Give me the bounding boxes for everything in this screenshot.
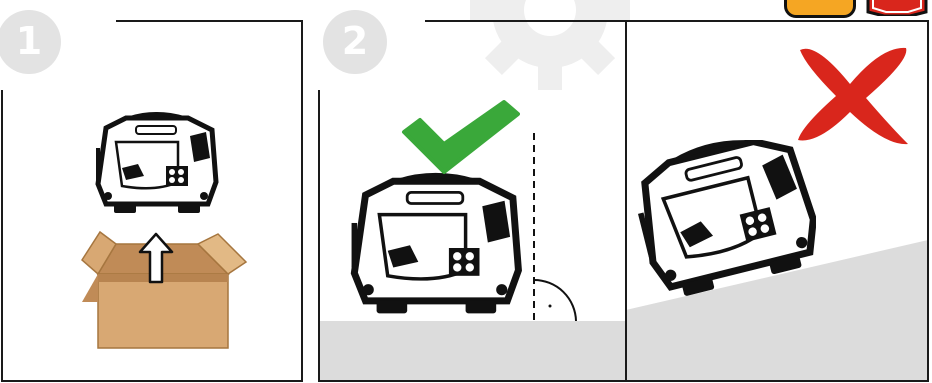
generator-illustration [92,112,220,220]
cross-icon [790,40,916,148]
arrow-up-icon [138,232,174,284]
checkmark-icon [400,96,520,176]
step-badge-1: 1 [0,10,61,74]
generator-correct-illustration [346,170,524,326]
step-number-2: 2 [323,19,387,63]
step-number-1: 1 [0,19,61,63]
generator-incorrect-illustration [636,140,816,296]
step-badge-2: 2 [323,10,387,74]
